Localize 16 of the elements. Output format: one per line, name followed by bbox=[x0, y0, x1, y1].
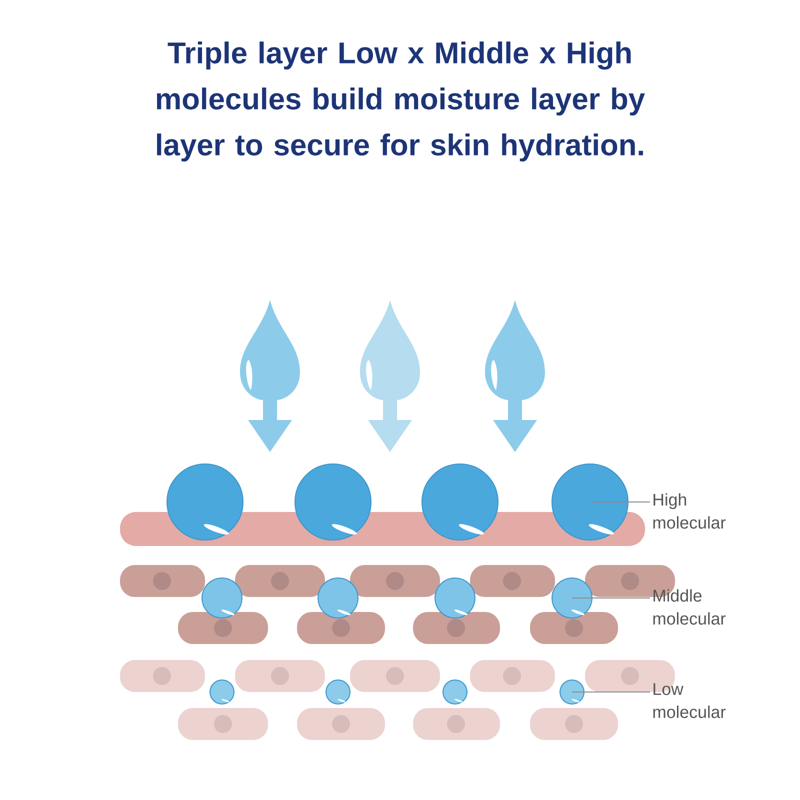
molecule-sphere bbox=[326, 680, 350, 704]
molecule-sphere bbox=[552, 464, 628, 540]
molecule-sphere bbox=[560, 680, 584, 704]
part-label: Low molecular bbox=[653, 683, 726, 718]
molecule-sphere bbox=[552, 578, 592, 618]
molecule-sphere bbox=[318, 578, 358, 618]
part-label: High molecular bbox=[653, 493, 726, 529]
molecule-sphere bbox=[434, 578, 476, 618]
molecule-sphere bbox=[294, 464, 372, 540]
part-label: Middle molecular bbox=[653, 589, 726, 625]
molecule-sphere bbox=[422, 464, 498, 540]
title: Triple layer Low x Middle x High molecules build moisture layer by layer to secure for skin hydration. bbox=[156, 42, 645, 162]
molecule-sphere bbox=[166, 464, 244, 540]
molecule-sphere bbox=[210, 680, 234, 704]
molecule-sphere bbox=[202, 578, 242, 618]
molecule-sphere bbox=[442, 680, 468, 704]
